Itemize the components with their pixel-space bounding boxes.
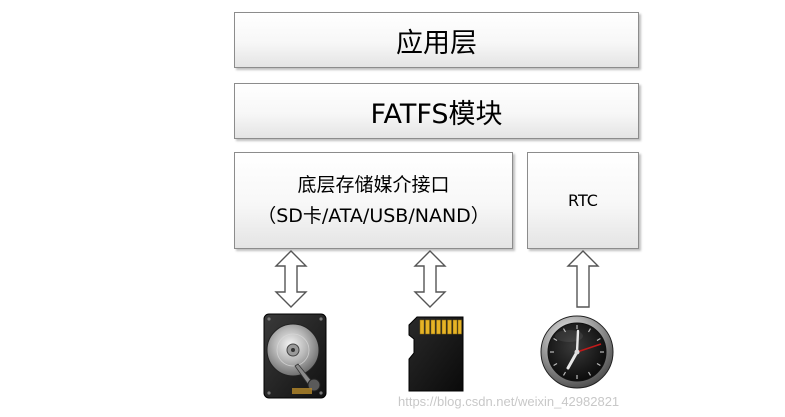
storage-interface-sublabel: （SD卡/ATA/USB/NAND） (257, 204, 490, 227)
bidirectional-arrow-hdd (274, 250, 308, 308)
clock-icon (540, 315, 614, 389)
bidirectional-arrow-sd (413, 250, 447, 308)
application-layer-box: 应用层 (234, 12, 639, 68)
storage-interface-label: 底层存储媒介接口 (297, 173, 450, 196)
watermark-text: https://blog.csdn.net/weixin_42982821 (398, 394, 620, 409)
application-layer-label: 应用层 (396, 27, 477, 59)
hard-disk-icon (263, 313, 327, 399)
fatfs-module-box: FATFS模块 (234, 83, 639, 139)
sd-card-icon (408, 316, 464, 392)
storage-interface-box: 底层存储媒介接口 （SD卡/ATA/USB/NAND） (234, 152, 513, 249)
rtc-box: RTC (527, 152, 639, 249)
fatfs-module-label: FATFS模块 (370, 98, 503, 130)
rtc-label: RTC (568, 191, 598, 210)
up-arrow-rtc (566, 250, 600, 308)
